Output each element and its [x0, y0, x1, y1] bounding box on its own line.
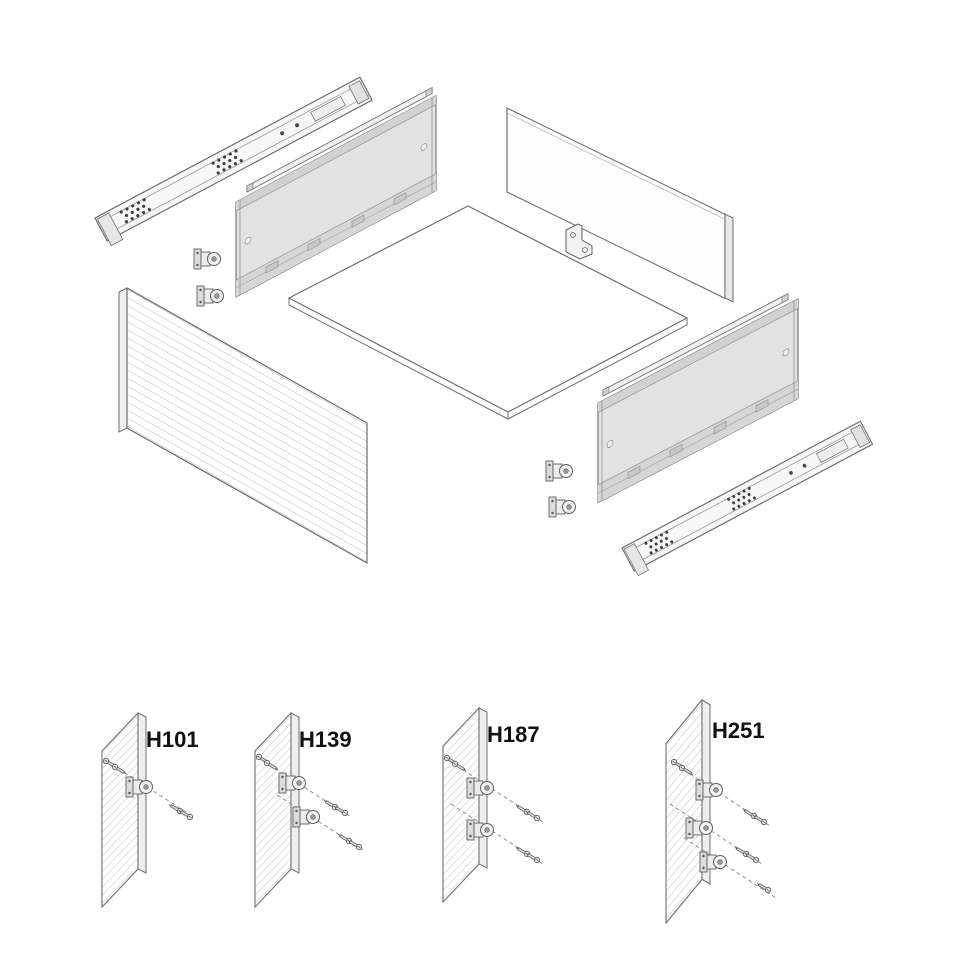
back-panel-edge	[724, 213, 734, 303]
variant-board	[254, 712, 300, 908]
cabinet-left-front-panel	[118, 286, 368, 565]
fixing-bracket	[466, 819, 494, 841]
variant-board	[665, 699, 711, 924]
exploded-drawer-assembly	[95, 77, 875, 576]
mounting-screw	[755, 880, 773, 895]
variant-label-h187: H187	[487, 722, 540, 747]
variant-label-h251: H251	[712, 718, 765, 743]
left-front-fixing-brackets	[193, 248, 224, 307]
fixing-bracket	[278, 772, 306, 794]
screw-leader-line	[683, 837, 777, 899]
right-front-fixing-brackets	[545, 460, 576, 518]
fixing-bracket	[292, 806, 320, 828]
fixing-bracket	[466, 777, 494, 799]
variant-board	[442, 707, 488, 903]
variant-label-h139: H139	[299, 727, 352, 752]
front-bracket-variant-h139: H139	[254, 712, 366, 908]
variant-board	[101, 712, 147, 908]
fixing-bracket	[695, 779, 723, 801]
fixing-bracket	[699, 851, 727, 873]
front-bracket-variant-h187: H187	[442, 707, 544, 903]
variant-label-h101: H101	[146, 727, 199, 752]
drawer-bottom-panel	[287, 205, 689, 420]
front-bracket-variant-h101: H101	[101, 712, 199, 908]
fixing-bracket	[125, 776, 153, 798]
front-bracket-variant-h251: H251	[665, 699, 777, 924]
